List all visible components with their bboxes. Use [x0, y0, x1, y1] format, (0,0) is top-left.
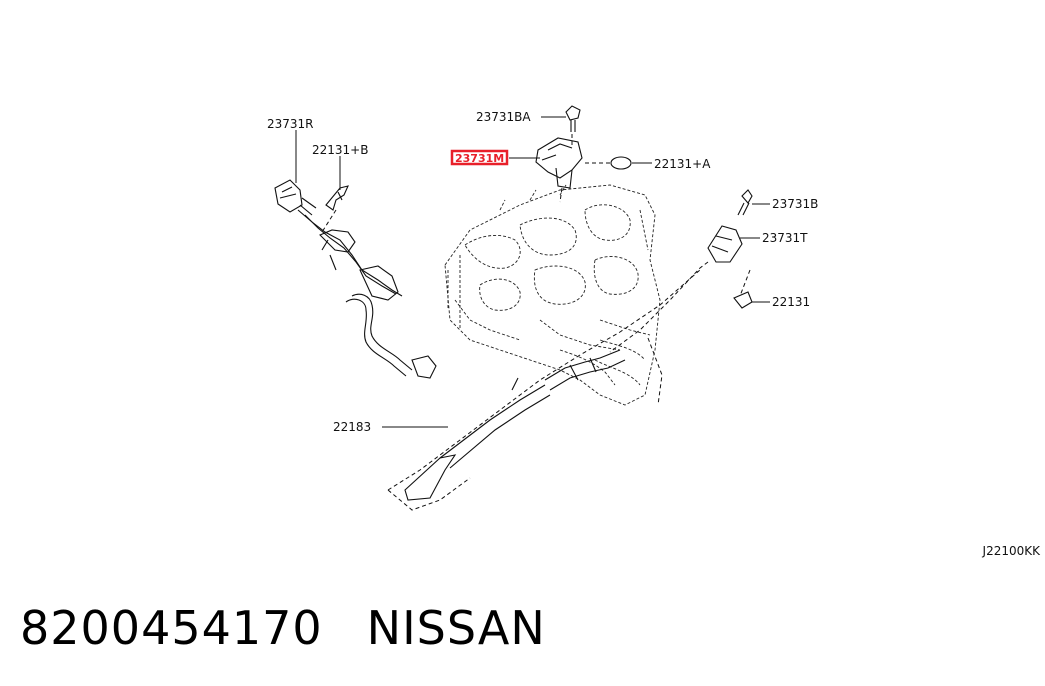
callout-23731ba[interactable]: 23731BA — [476, 110, 531, 124]
wiring-harness-illustration — [297, 209, 437, 379]
callout-23731b[interactable]: 23731B — [772, 197, 818, 211]
brand-name: NISSAN — [366, 601, 546, 655]
diagram-code: J22100KK — [982, 544, 1042, 558]
harness-22183-illustration — [404, 349, 626, 501]
callout-22131a[interactable]: 22131+A — [654, 157, 711, 171]
callout-22131b[interactable]: 22131+B — [312, 143, 368, 157]
o-ring-22131a-illustration — [610, 156, 632, 170]
callout-22183[interactable]: 22183 — [333, 420, 371, 434]
callout-23731r[interactable]: 23731R — [267, 117, 314, 131]
sensor-23731t-illustration — [707, 189, 753, 263]
callout-23731m[interactable]: 23731M — [455, 152, 504, 165]
footer: 8200454170 NISSAN — [20, 596, 546, 660]
callout-22131[interactable]: 22131 — [772, 295, 810, 309]
engine-block-illustration — [444, 184, 661, 406]
gasket-22131-illustration — [733, 291, 753, 309]
part-number: 8200454170 — [20, 601, 323, 655]
callout-23731t[interactable]: 23731T — [762, 231, 808, 245]
gasket-22131b-illustration — [325, 185, 349, 211]
sensor-23731m-illustration — [535, 105, 583, 189]
sensor-23731r-illustration — [274, 179, 317, 216]
dashed-guide-lines — [321, 134, 751, 511]
leader-lines — [295, 116, 770, 428]
highlight-box — [450, 149, 509, 166]
